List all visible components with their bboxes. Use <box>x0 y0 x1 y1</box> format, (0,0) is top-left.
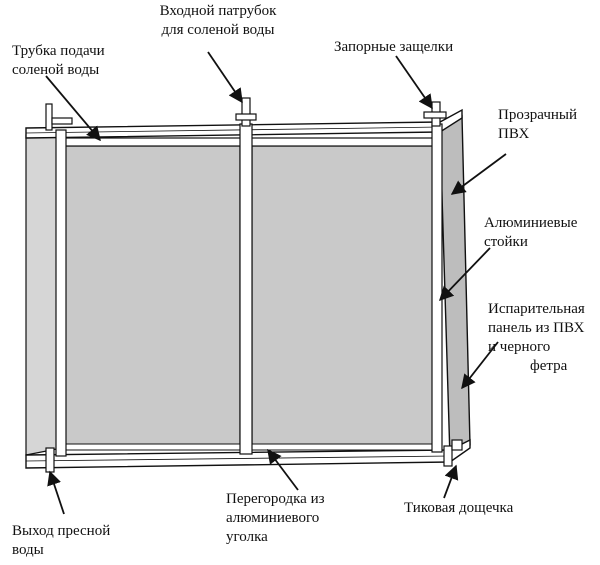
arrow-teak <box>443 464 459 499</box>
latch-right <box>423 101 447 127</box>
aluminium-post-left <box>55 129 67 457</box>
latch-left <box>45 103 73 131</box>
arrow-brine-tube <box>45 75 101 142</box>
aluminium-post-right <box>431 123 443 453</box>
arrow-pvc <box>450 153 507 195</box>
inlet-nozzle <box>235 97 257 127</box>
arrow-outlet <box>47 470 65 515</box>
arrow-latches <box>395 55 433 110</box>
right-side-pvc-panel <box>439 114 471 460</box>
label-teak: Тиковая дощечка <box>404 500 514 516</box>
evaporator-panel-left <box>63 145 241 447</box>
arrow-posts <box>439 247 491 302</box>
arrow-inlet <box>207 51 243 104</box>
arrow-panel <box>461 341 499 390</box>
evaporator-panel-right <box>251 145 435 447</box>
arrow-partition <box>267 448 299 491</box>
aluminium-post-middle <box>239 123 253 455</box>
fresh-water-outlet <box>45 447 55 473</box>
label-latches: Запорные защелки <box>334 39 454 55</box>
